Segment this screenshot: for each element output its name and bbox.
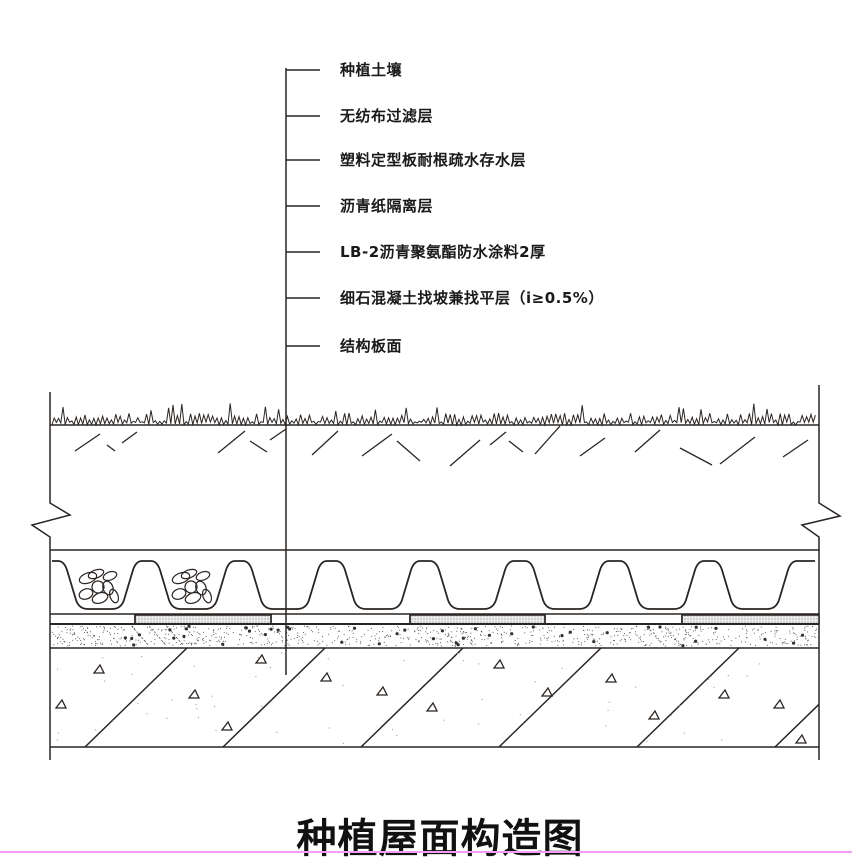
- soil-hatch: [74, 425, 809, 467]
- layer-label: 塑料定型板耐根疏水存水层: [340, 151, 527, 169]
- grass-line: [51, 403, 816, 427]
- drainage-board: [52, 560, 815, 610]
- layer-label: LB-2沥青聚氨酯防水涂料2厚: [340, 243, 546, 261]
- isolation-layer: [50, 613, 820, 625]
- drawing-title: 种植屋面构造图: [296, 816, 584, 862]
- gravel: [78, 568, 213, 605]
- layer-label: 细石混凝土找坡兼找平层（i≥0.5%）: [340, 289, 604, 307]
- layer-label: 无纺布过滤层: [340, 107, 434, 125]
- leader-lines: [285, 68, 320, 675]
- concrete-slab: [54, 648, 819, 747]
- screed-layer: [51, 624, 818, 648]
- right-border: [800, 385, 842, 760]
- layer-label: 结构板面: [340, 337, 403, 355]
- layer-label: 沥青纸隔离层: [340, 197, 434, 215]
- left-border: [30, 392, 72, 760]
- layer-label: 种植土壤: [340, 61, 403, 79]
- divider-rule: [0, 851, 852, 853]
